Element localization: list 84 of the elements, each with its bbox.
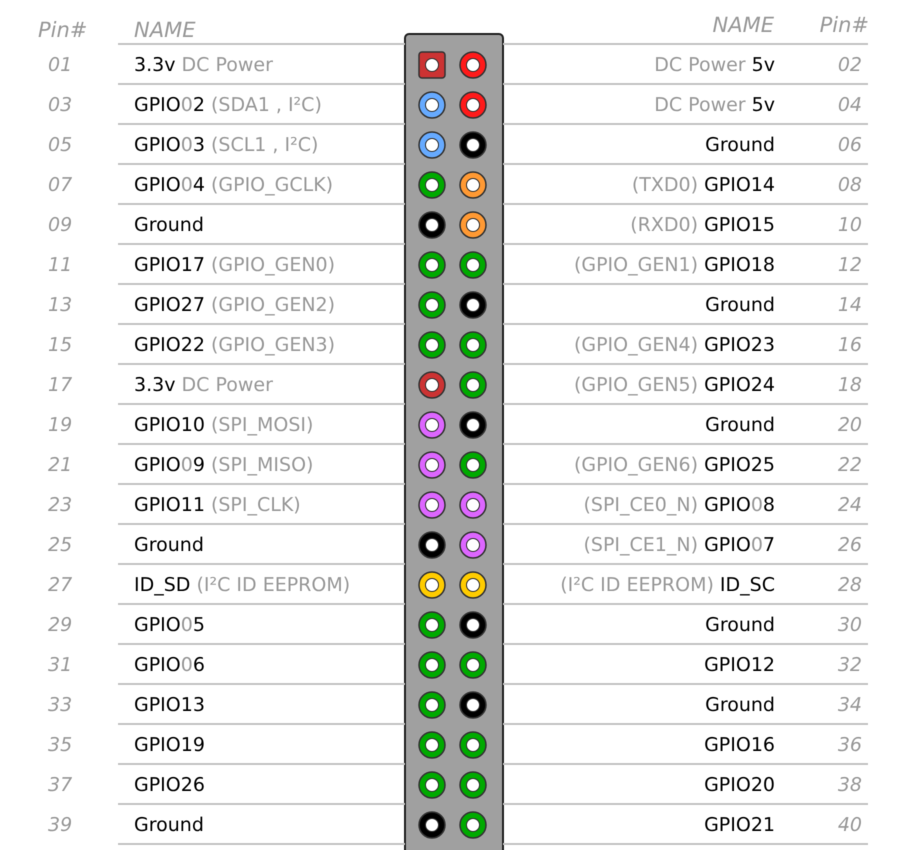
pin-name: GPIO17 (GPIO_GEN0) bbox=[134, 253, 336, 278]
pin-number: 39 bbox=[48, 813, 72, 838]
pin-name: GPIO02 (SDA1 , I²C) bbox=[134, 93, 322, 118]
pin-number: 13 bbox=[48, 293, 72, 318]
pin-name: 3.3v DC Power bbox=[134, 53, 273, 78]
pin-name: GPIO11 (SPI_CLK) bbox=[134, 493, 301, 518]
pin-name: DC Power 5v bbox=[654, 93, 775, 118]
pin-name: GPIO27 (GPIO_GEN2) bbox=[134, 293, 336, 318]
pin-number: 27 bbox=[48, 573, 72, 598]
pin-name: GPIO20 bbox=[704, 773, 775, 798]
pin-number: 03 bbox=[48, 93, 72, 118]
pin-name: (SPI_CE1_N) GPIO07 bbox=[584, 533, 775, 558]
pin-name: GPIO10 (SPI_MOSI) bbox=[134, 413, 314, 438]
pin-name: Ground bbox=[705, 133, 775, 158]
pin-name: GPIO19 bbox=[134, 733, 205, 758]
pin-name: (GPIO_GEN4) GPIO23 bbox=[574, 333, 775, 358]
pin-number: 34 bbox=[838, 693, 862, 718]
pin-name: GPIO22 (GPIO_GEN3) bbox=[134, 333, 336, 358]
pin-number: 36 bbox=[838, 733, 862, 758]
pin-name: GPIO13 bbox=[134, 693, 205, 718]
pin-name: (GPIO_GEN6) GPIO25 bbox=[574, 453, 775, 478]
pin-name: (GPIO_GEN5) GPIO24 bbox=[574, 373, 775, 398]
pin-name: (I²C ID EEPROM) ID_SC bbox=[560, 573, 775, 598]
pin-name: GPIO03 (SCL1 , I²C) bbox=[134, 133, 318, 158]
pin-number: 05 bbox=[48, 133, 72, 158]
pin-number: 01 bbox=[48, 53, 72, 78]
column-header: NAME bbox=[712, 12, 774, 39]
pin-name: (RXD0) GPIO15 bbox=[630, 213, 775, 238]
pin-number: 38 bbox=[838, 773, 862, 798]
pin-name: Ground bbox=[134, 533, 204, 558]
pin-number: 12 bbox=[838, 253, 862, 278]
pin-name: (SPI_CE0_N) GPIO08 bbox=[584, 493, 775, 518]
pin-name: GPIO05 bbox=[134, 613, 205, 638]
pin-name: Ground bbox=[705, 693, 775, 718]
pin-number: 29 bbox=[48, 613, 72, 638]
pin-name: Ground bbox=[705, 413, 775, 438]
pin-number: 31 bbox=[48, 653, 72, 678]
pin-number: 11 bbox=[48, 253, 72, 278]
pin-name: GPIO16 bbox=[704, 733, 775, 758]
pin-number: 23 bbox=[48, 493, 72, 518]
pin-number: 26 bbox=[838, 533, 862, 558]
pin-number: 21 bbox=[48, 453, 72, 478]
pin-number: 02 bbox=[838, 53, 862, 78]
pin-number: 33 bbox=[48, 693, 72, 718]
pin-name: (GPIO_GEN1) GPIO18 bbox=[574, 253, 775, 278]
pin-number: 16 bbox=[838, 333, 862, 358]
column-header: Pin# bbox=[38, 17, 88, 44]
pin-name: Ground bbox=[705, 613, 775, 638]
pin-name: GPIO21 bbox=[704, 813, 775, 838]
pin-number: 22 bbox=[838, 453, 862, 478]
pin-name: (TXD0) GPIO14 bbox=[632, 173, 775, 198]
pin-number: 18 bbox=[838, 373, 862, 398]
pin-number: 28 bbox=[838, 573, 862, 598]
pin-name: GPIO12 bbox=[704, 653, 775, 678]
pin-number: 24 bbox=[838, 493, 862, 518]
pin-name: GPIO06 bbox=[134, 653, 205, 678]
pin-number: 32 bbox=[838, 653, 862, 678]
pin-number: 10 bbox=[838, 213, 862, 238]
pin-name: Ground bbox=[705, 293, 775, 318]
pin-number: 35 bbox=[48, 733, 72, 758]
pin-name: ID_SD (I²C ID EEPROM) bbox=[134, 573, 350, 598]
pin-name: Ground bbox=[134, 813, 204, 838]
pin-number: 07 bbox=[48, 173, 72, 198]
pin-number: 40 bbox=[838, 813, 862, 838]
pin-number: 17 bbox=[48, 373, 72, 398]
pin-number: 14 bbox=[838, 293, 862, 318]
pin-name: 3.3v DC Power bbox=[134, 373, 273, 398]
pin-number: 09 bbox=[48, 213, 72, 238]
pin-number: 30 bbox=[838, 613, 862, 638]
pin-number: 25 bbox=[48, 533, 72, 558]
pin-name: Ground bbox=[134, 213, 204, 238]
pin-number: 04 bbox=[838, 93, 862, 118]
pin-number: 06 bbox=[838, 133, 862, 158]
pin-number: 08 bbox=[838, 173, 862, 198]
pin-name: GPIO09 (SPI_MISO) bbox=[134, 453, 314, 478]
pin-number: 19 bbox=[48, 413, 72, 438]
pin-name: DC Power 5v bbox=[654, 53, 775, 78]
pin-name: GPIO04 (GPIO_GCLK) bbox=[134, 173, 334, 198]
column-header: NAME bbox=[134, 17, 196, 44]
pin-number: 37 bbox=[48, 773, 72, 798]
pin-number: 15 bbox=[48, 333, 72, 358]
column-header: Pin# bbox=[820, 12, 869, 39]
pin-number: 20 bbox=[838, 413, 862, 438]
pin-name: GPIO26 bbox=[134, 773, 205, 798]
